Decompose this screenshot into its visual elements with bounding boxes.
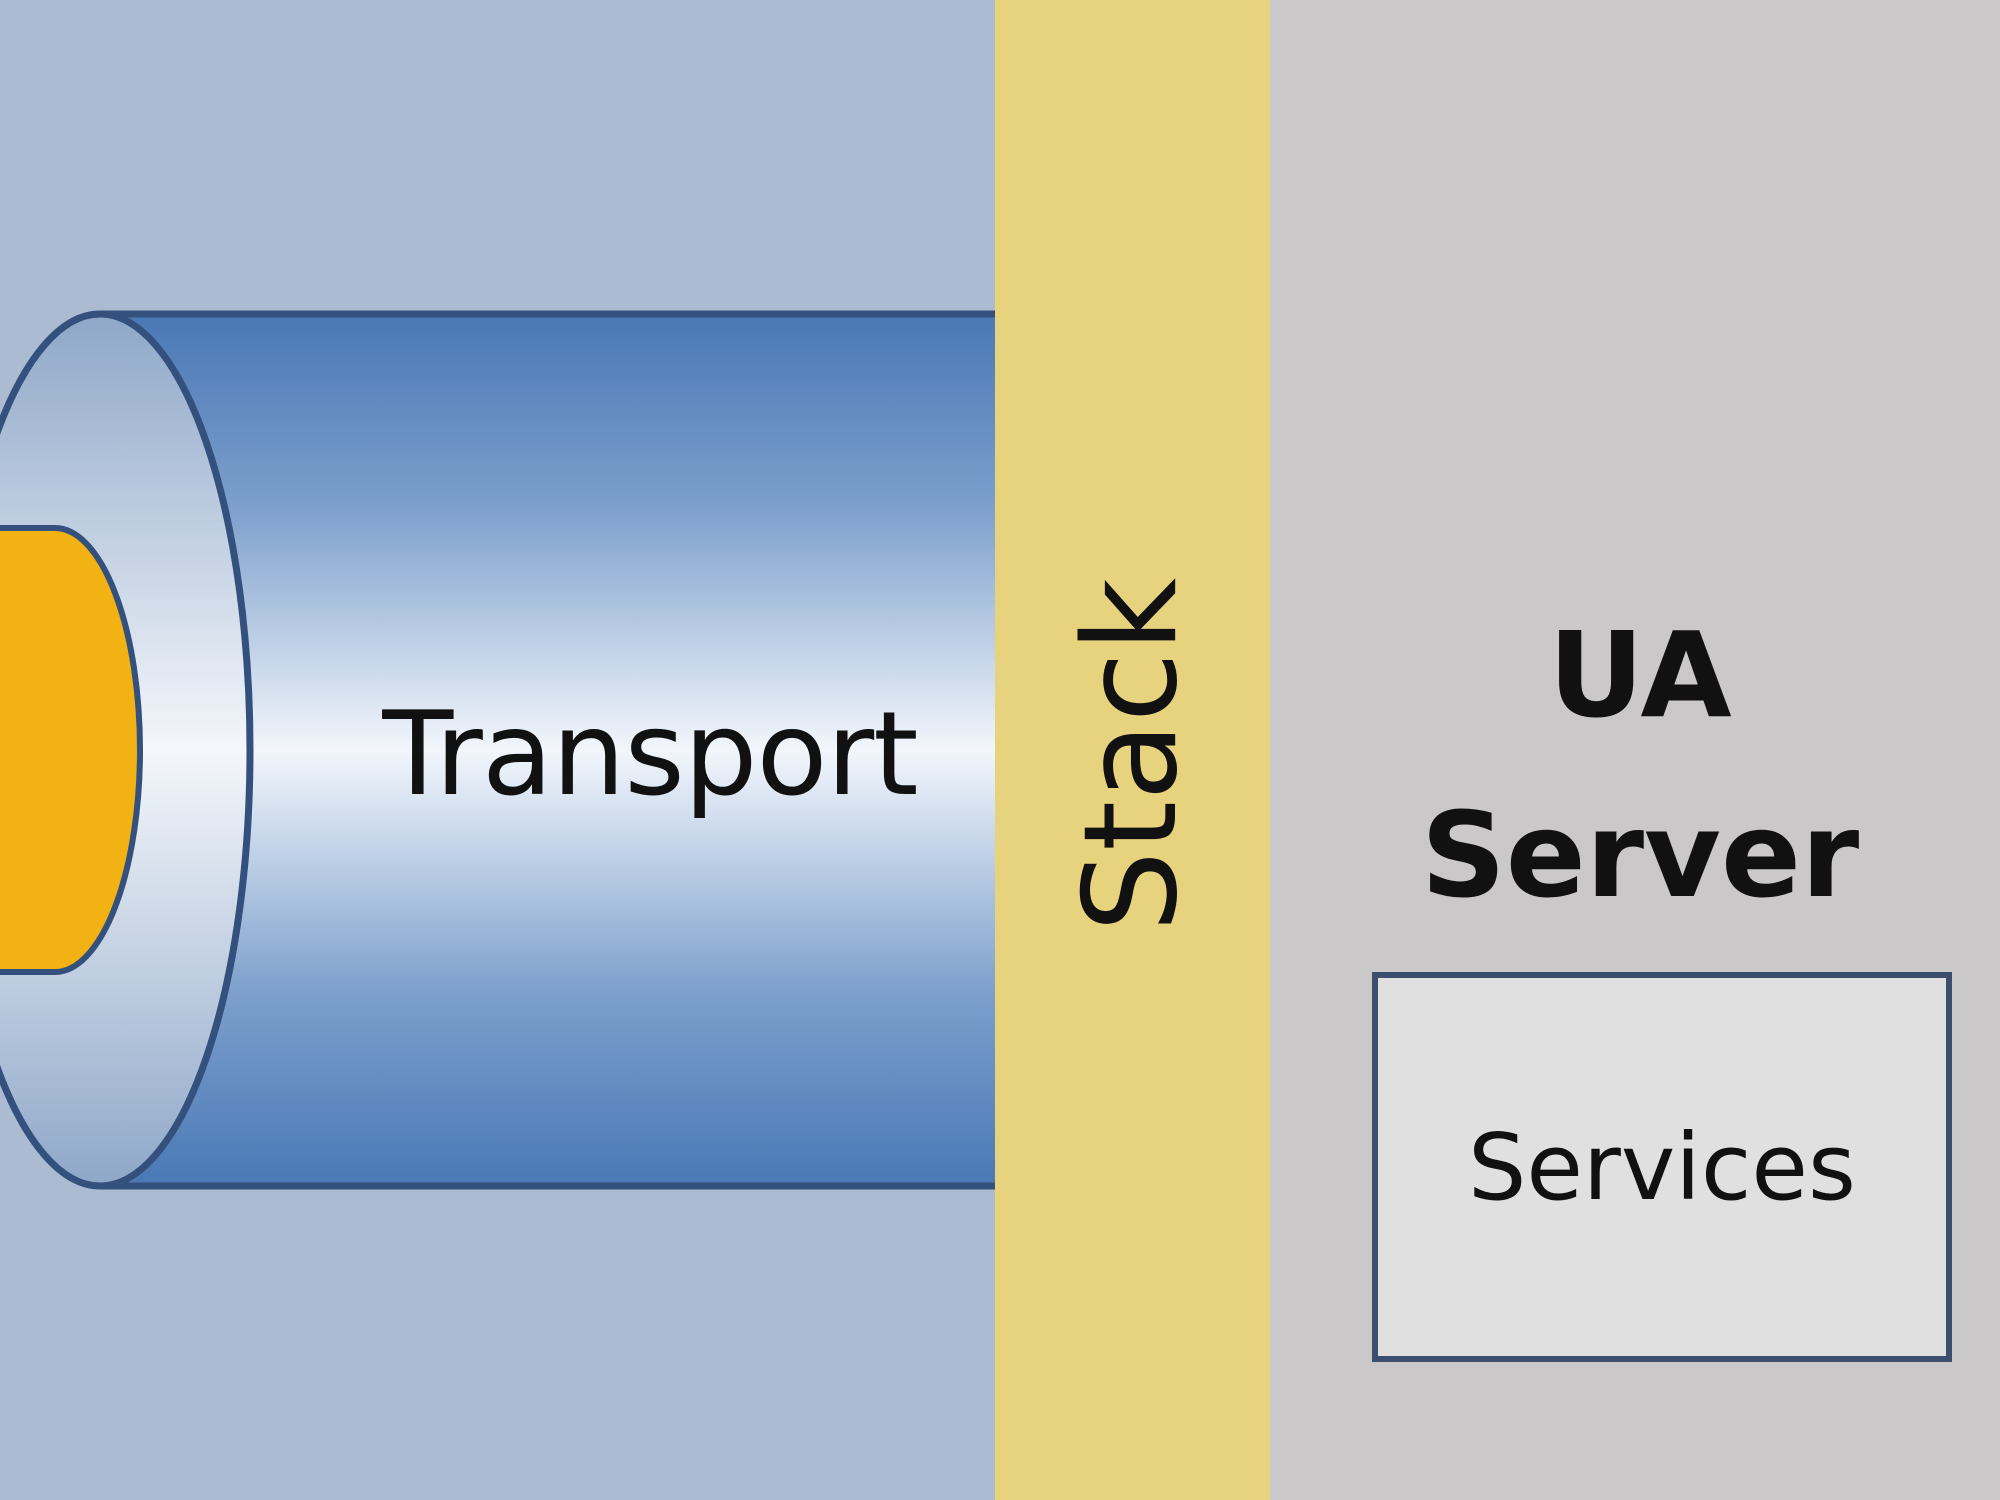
ua-server-title: UA Server: [1360, 585, 1920, 945]
stack-panel: [995, 0, 1270, 1500]
transport-label: Transport: [382, 687, 918, 822]
services-label: Services: [1468, 1113, 1856, 1221]
pipe-core: [0, 525, 143, 975]
ua-server-title-line1: UA: [1548, 606, 1732, 744]
ua-server-title-line2: Server: [1420, 786, 1860, 924]
stack-label: Stack: [1057, 577, 1206, 933]
services-box: Services: [1372, 972, 1952, 1362]
